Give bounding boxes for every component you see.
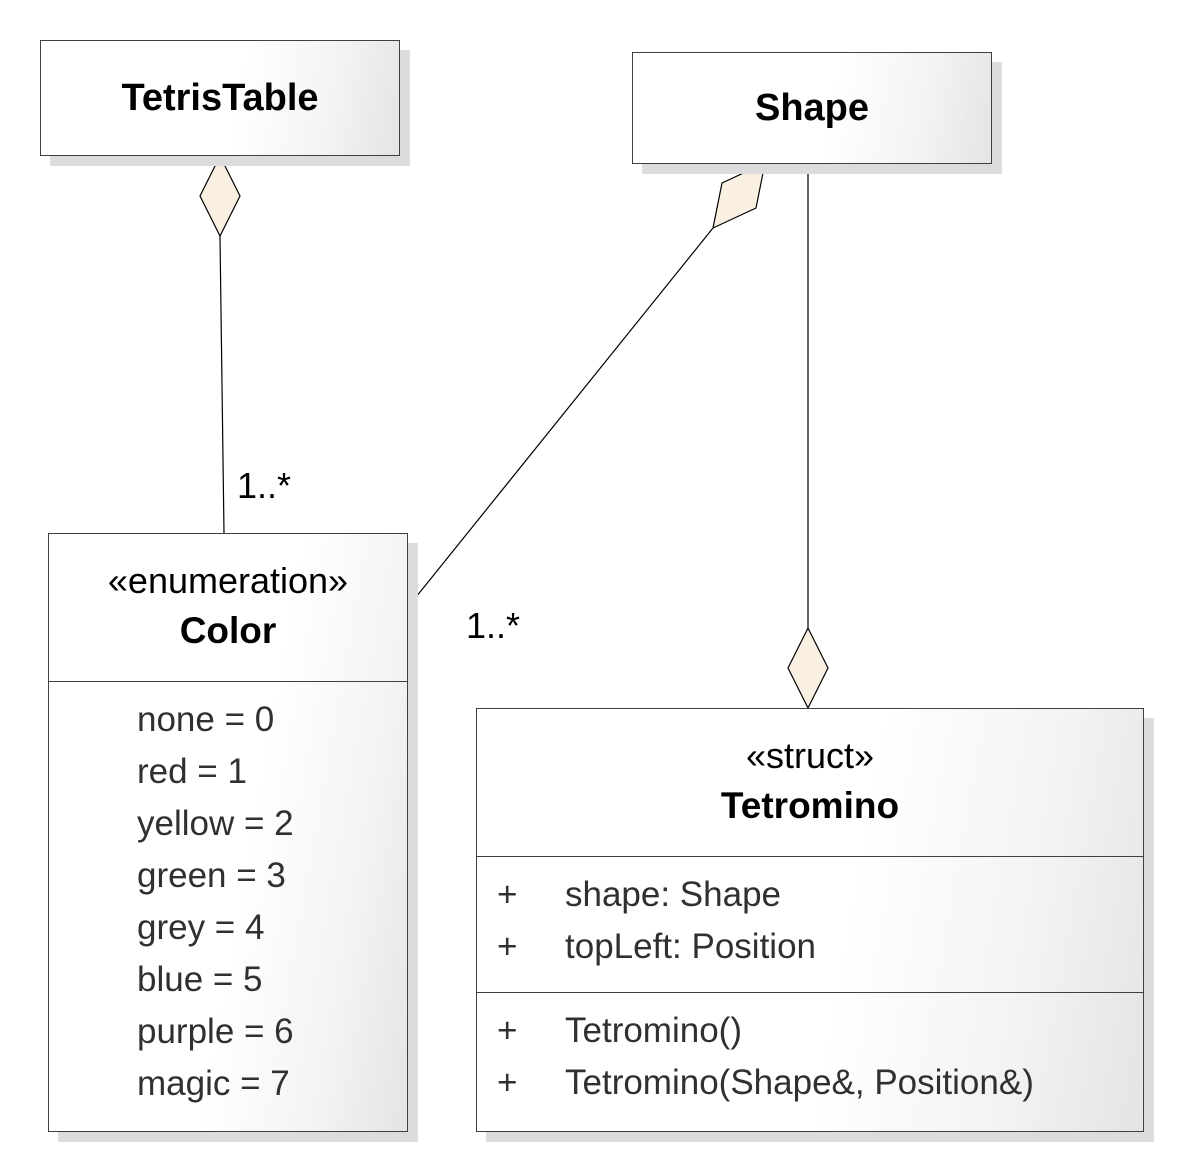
- class-name-color: Color: [179, 610, 277, 651]
- list-item: purple = 6: [49, 1006, 407, 1058]
- list-item: red = 1: [49, 746, 407, 798]
- aggregation-diamond-tetromino[interactable]: [787, 626, 829, 710]
- visibility-marker: +: [497, 875, 518, 914]
- list-item: + Tetromino(Shape&, Position&): [477, 1057, 1143, 1109]
- enum-literal: none = 0: [137, 700, 275, 739]
- list-item: none = 0: [49, 694, 407, 746]
- operation-text: Tetromino(): [565, 1011, 742, 1050]
- class-name-tetristable: TetrisTable: [121, 76, 319, 119]
- visibility-marker: +: [497, 1063, 518, 1102]
- list-item: + Tetromino(): [477, 1005, 1143, 1057]
- class-name-tetromino: Tetromino: [720, 785, 900, 826]
- stereotype-label: «struct»: [745, 735, 875, 776]
- aggregation-diamond-shape[interactable]: [712, 161, 766, 230]
- enum-literal: blue = 5: [137, 960, 263, 999]
- list-item: + topLeft: Position: [477, 921, 1143, 973]
- list-item: magic = 7: [49, 1058, 407, 1110]
- compartment-divider: [477, 856, 1143, 857]
- enum-literal: yellow = 2: [137, 804, 294, 843]
- enum-literal: green = 3: [137, 856, 286, 895]
- multiplicity-label-shape-color: 1..*: [466, 605, 521, 646]
- struct-tetromino-header: «struct» Tetromino: [477, 731, 1143, 831]
- list-item: grey = 4: [49, 902, 407, 954]
- stereotype-label: «enumeration»: [107, 560, 349, 601]
- attribute-text: topLeft: Position: [565, 927, 816, 966]
- class-tetristable[interactable]: TetrisTable: [40, 40, 400, 156]
- multiplicity-label-tetristable-color: 1..*: [237, 465, 292, 506]
- visibility-marker: +: [497, 1011, 518, 1050]
- attribute-list: + shape: Shape + topLeft: Position: [477, 869, 1143, 973]
- operation-list: + Tetromino() + Tetromino(Shape&, Positi…: [477, 1005, 1143, 1109]
- compartment-divider: [49, 681, 407, 682]
- compartment-divider: [477, 992, 1143, 993]
- class-name-shape: Shape: [754, 86, 870, 129]
- list-item: green = 3: [49, 850, 407, 902]
- association-line-shape-color[interactable]: [407, 227, 714, 608]
- operation-text: Tetromino(Shape&, Position&): [565, 1063, 1034, 1102]
- enumeration-literal-list: none = 0 red = 1 yellow = 2 green = 3 gr…: [49, 694, 407, 1110]
- enumeration-color-header: «enumeration» Color: [49, 556, 407, 656]
- class-shape[interactable]: Shape: [632, 52, 992, 164]
- visibility-marker: +: [497, 927, 518, 966]
- enumeration-color[interactable]: «enumeration» Color none = 0 red = 1 yel…: [48, 533, 408, 1132]
- enum-literal: grey = 4: [137, 908, 265, 947]
- list-item: blue = 5: [49, 954, 407, 1006]
- enum-literal: magic = 7: [137, 1064, 290, 1103]
- enum-literal: red = 1: [137, 752, 247, 791]
- attribute-text: shape: Shape: [565, 875, 782, 914]
- association-line-tetristable-color[interactable]: [219, 235, 225, 534]
- list-item: + shape: Shape: [477, 869, 1143, 921]
- list-item: yellow = 2: [49, 798, 407, 850]
- struct-tetromino[interactable]: «struct» Tetromino + shape: Shape + topL…: [476, 708, 1144, 1132]
- enum-literal: purple = 6: [137, 1012, 294, 1051]
- aggregation-diamond-tetristable[interactable]: [199, 154, 241, 238]
